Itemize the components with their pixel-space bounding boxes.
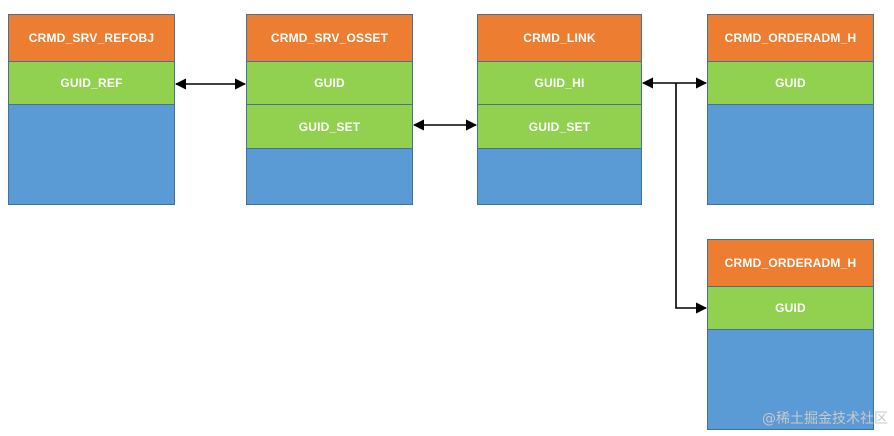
field-guid: GUID <box>707 286 874 330</box>
table-crmd-srv-refobj: CRMD_SRV_REFOBJ GUID_REF <box>8 14 175 205</box>
table-header: CRMD_ORDERADM_H <box>707 239 874 287</box>
field-guid-set: GUID_SET <box>246 104 413 149</box>
table-body <box>8 104 175 205</box>
field-guid-set: GUID_SET <box>477 104 642 149</box>
table-header: CRMD_LINK <box>477 14 642 62</box>
table-body <box>707 329 874 430</box>
table-crmd-orderadm-h-top: CRMD_ORDERADM_H GUID <box>707 14 874 205</box>
table-body <box>707 104 874 205</box>
table-body <box>477 148 642 205</box>
table-crmd-link: CRMD_LINK GUID_HI GUID_SET <box>477 14 642 205</box>
field-guid: GUID <box>707 61 874 105</box>
table-crmd-srv-osset: CRMD_SRV_OSSET GUID GUID_SET <box>246 14 413 205</box>
watermark: @稀土掘金技术社区 <box>762 411 888 427</box>
table-header: CRMD_SRV_REFOBJ <box>8 14 175 62</box>
connector-guid-hi-to-orderadm-bottom <box>675 83 708 314</box>
table-body <box>246 148 413 205</box>
table-crmd-orderadm-h-bottom: CRMD_ORDERADM_H GUID <box>707 239 874 430</box>
field-guid-hi: GUID_HI <box>477 61 642 105</box>
